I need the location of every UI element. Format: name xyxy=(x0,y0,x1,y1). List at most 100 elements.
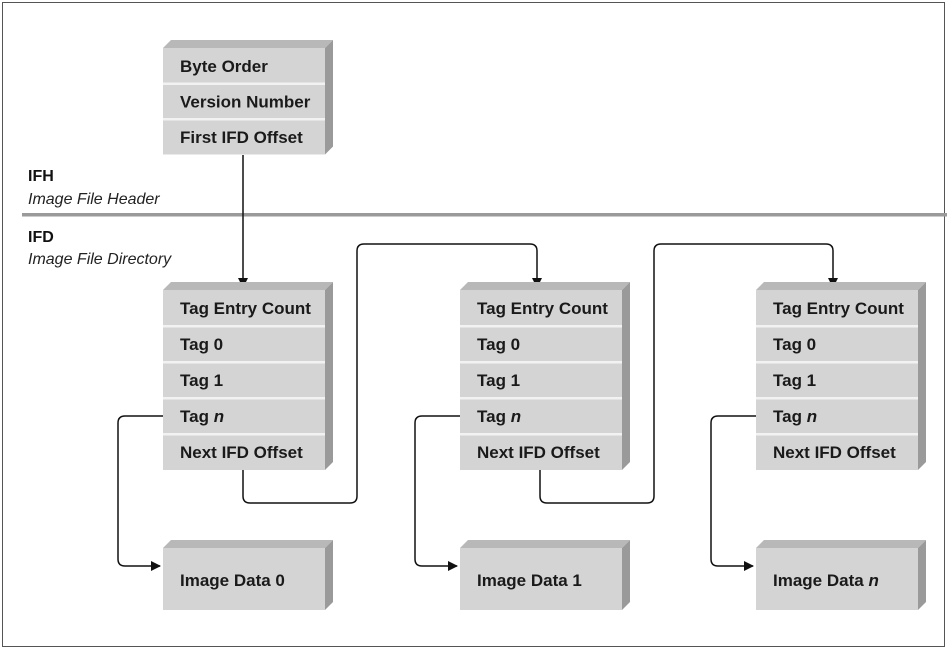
ifd-0-tag-n-data-arrow xyxy=(117,415,163,571)
ifd-2-image-data-box: Image Data n xyxy=(756,540,926,610)
ifh-box-top-face xyxy=(163,40,333,48)
ifh-box-row-2-text: First IFD Offset xyxy=(180,128,303,147)
ifd-2-tag-n-data-arrow xyxy=(710,415,756,571)
ifd-1-box-row-divider xyxy=(460,361,622,364)
ifd-2-box-front-face xyxy=(756,290,918,470)
ifd-2-image-data-label-variable: n xyxy=(868,571,878,590)
ifd-0-image-data-box: Image Data 0 xyxy=(163,540,333,610)
ifh-box-row-1: Version Number xyxy=(180,92,311,111)
ifh-box-side-face xyxy=(325,40,333,155)
ifd-1-box-front-face xyxy=(460,290,622,470)
ifh-box-row-2: First IFD Offset xyxy=(180,128,303,147)
ifd-1-box-row-1: Tag 0 xyxy=(477,335,520,354)
ifd-2-box-row-3-text: Tag xyxy=(773,407,807,426)
ifh-box-row-0-text: Byte Order xyxy=(180,57,268,76)
ifd-1-box-row-0: Tag Entry Count xyxy=(477,299,608,318)
ifd-2-box-row-divider xyxy=(756,397,918,400)
ifd-0-box-row-4-text: Next IFD Offset xyxy=(180,443,303,462)
ifh-box-row-divider xyxy=(163,82,325,85)
ifd-0-image-data-box-side-face xyxy=(325,540,333,610)
ifd-0-box-row-divider xyxy=(163,433,325,436)
ifd-2-box-row-divider xyxy=(756,361,918,364)
ifd-2-box-top-face xyxy=(756,282,926,290)
ifd-0-image-data-box-front-face xyxy=(163,548,325,610)
ifd-0-image-data-label-text: Image Data 0 xyxy=(180,571,285,590)
ifd-0-box-side-face xyxy=(325,282,333,470)
ifd-0-image-data-box-top-face xyxy=(163,540,333,548)
section-labels: IFH Image File Header IFD Image File Dir… xyxy=(22,168,947,268)
ifd-0-box-row-0-text: Tag Entry Count xyxy=(180,299,311,318)
ifd-subtitle: Image File Directory xyxy=(28,251,172,268)
pointer-connectors xyxy=(117,155,838,571)
ifd-0-box-row-divider xyxy=(163,397,325,400)
ifd-2-box-row-divider xyxy=(756,325,918,328)
ifd-0-box-row-divider xyxy=(163,361,325,364)
ifd-1-box-row-4: Next IFD Offset xyxy=(477,443,600,462)
ifd-1-box-row-4-text: Next IFD Offset xyxy=(477,443,600,462)
ifd-0-box-row-4: Next IFD Offset xyxy=(180,443,303,462)
ifd-1-box-row-3-text: Tag xyxy=(477,407,511,426)
ifd-2-box-row-0: Tag Entry Count xyxy=(773,299,904,318)
ifd-1-image-data-box-front-face xyxy=(460,548,622,610)
ifd-0-box-row-1-text: Tag 0 xyxy=(180,335,223,354)
ifd-0-box-row-2: Tag 1 xyxy=(180,371,223,390)
ifd-2-image-data-label: Image Data n xyxy=(773,571,879,590)
ifd-2-box-side-face xyxy=(918,282,926,470)
ifd-0-box-row-0: Tag Entry Count xyxy=(180,299,311,318)
ifd-1-box-top-face xyxy=(460,282,630,290)
ifd-2-box-row-3: Tag n xyxy=(773,407,817,426)
ifd-1-image-data-box: Image Data 1 xyxy=(460,540,630,610)
ifd-2-box-row-0-text: Tag Entry Count xyxy=(773,299,904,318)
ifh-subtitle: Image File Header xyxy=(28,191,160,208)
ifd-1-image-data-box-side-face xyxy=(622,540,630,610)
ifd-1-box-row-3-variable: n xyxy=(511,407,521,426)
ifd-2-box-row-4-text: Next IFD Offset xyxy=(773,443,896,462)
ifd-1-box-row-1-text: Tag 0 xyxy=(477,335,520,354)
ifd-2-box-row-2: Tag 1 xyxy=(773,371,816,390)
ifd-2-image-data-box-front-face xyxy=(756,548,918,610)
ifd-1-tag-n-data-arrow xyxy=(414,415,460,571)
ifd-1-box-row-2-text: Tag 1 xyxy=(477,371,520,390)
ifd-0-image-data-label: Image Data 0 xyxy=(180,571,285,590)
ifh-box-row-0: Byte Order xyxy=(180,57,268,76)
ifd-1-box-row-divider xyxy=(460,325,622,328)
ifd-0-box-top-face xyxy=(163,282,333,290)
ifd-1-box-row-2: Tag 1 xyxy=(477,371,520,390)
ifd-2-box-row-1-text: Tag 0 xyxy=(773,335,816,354)
ifh-title: IFH xyxy=(28,168,54,185)
ifd-0-box-row-3-variable: n xyxy=(214,407,224,426)
ifd-2-image-data-box-top-face xyxy=(756,540,926,548)
ifd-0-box-row-3-text: Tag xyxy=(180,407,214,426)
ifd-2-box-row-1: Tag 0 xyxy=(773,335,816,354)
ifd-2-box-row-divider xyxy=(756,433,918,436)
ifd-2-box-row-3-variable: n xyxy=(807,407,817,426)
next-ifd-offset-arrow-0 xyxy=(242,243,542,504)
ifh-box-front-face xyxy=(163,48,325,155)
ifd-0-box-row-1: Tag 0 xyxy=(180,335,223,354)
ifd-1-box-row-divider xyxy=(460,397,622,400)
ifd-1-image-data-box-top-face xyxy=(460,540,630,548)
ifh-box-row-divider xyxy=(163,118,325,121)
ifd-1-box-side-face xyxy=(622,282,630,470)
ifd-0-box-row-3: Tag n xyxy=(180,407,224,426)
ifd-2-image-data-box-side-face xyxy=(918,540,926,610)
ifh-box-row-1-text: Version Number xyxy=(180,92,311,111)
ifd-2-box-row-2-text: Tag 1 xyxy=(773,371,816,390)
ifd-0-box-front-face xyxy=(163,290,325,470)
next-ifd-offset-arrow-1 xyxy=(539,243,838,504)
section-divider xyxy=(22,213,947,217)
ifd-title: IFD xyxy=(28,229,54,246)
ifd-1-image-data-label: Image Data 1 xyxy=(477,571,582,590)
ifd-2-image-data-label-text: Image Data xyxy=(773,571,868,590)
ifd-0-box-row-2-text: Tag 1 xyxy=(180,371,223,390)
ifd-1-image-data-label-text: Image Data 1 xyxy=(477,571,582,590)
ifd-1-box-row-divider xyxy=(460,433,622,436)
ifd-1-box-row-0-text: Tag Entry Count xyxy=(477,299,608,318)
ifd-1-box-row-3: Tag n xyxy=(477,407,521,426)
